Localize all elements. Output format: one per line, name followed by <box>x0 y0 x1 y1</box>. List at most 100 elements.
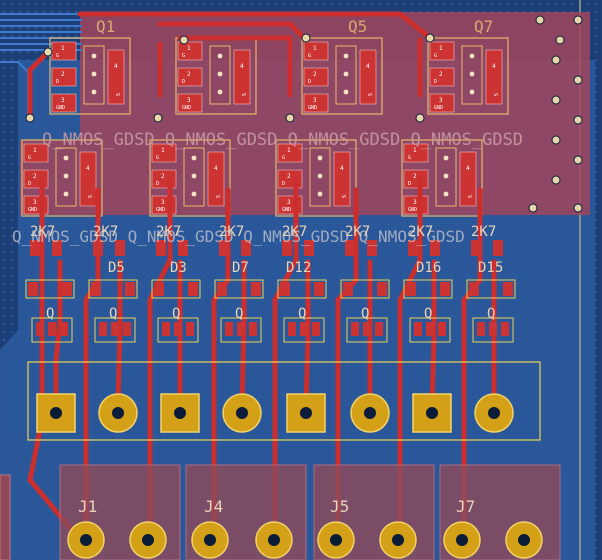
transistor-pad[interactable] <box>363 322 371 336</box>
resistor-ref-label: 2K7 <box>282 224 307 240</box>
diode-outline <box>25 279 75 299</box>
transistor-pad[interactable] <box>60 322 68 336</box>
resistor-pad[interactable] <box>493 240 503 256</box>
resistor-pad[interactable] <box>219 240 229 256</box>
transistor-pad[interactable] <box>300 322 308 336</box>
mosfet-pad[interactable] <box>51 67 77 87</box>
transistor-pad[interactable] <box>312 322 320 336</box>
diode-pad[interactable] <box>469 282 479 296</box>
mosfet-pad[interactable] <box>177 41 203 61</box>
resistor-pad[interactable] <box>115 240 125 256</box>
via <box>535 15 545 25</box>
resistor-pad[interactable] <box>304 240 314 256</box>
transistor-pad[interactable] <box>162 322 170 336</box>
diode-pad[interactable] <box>217 282 227 296</box>
diode-pad[interactable] <box>91 282 101 296</box>
transistor-pad[interactable] <box>111 322 119 336</box>
mosfet-tab-pad[interactable] <box>459 151 477 207</box>
resistor-pad[interactable] <box>93 240 103 256</box>
transistor-pad[interactable] <box>225 322 233 336</box>
resistor-pad[interactable] <box>241 240 251 256</box>
transistor-pad[interactable] <box>99 322 107 336</box>
transistor-pad[interactable] <box>288 322 296 336</box>
mosfet-pad[interactable] <box>429 67 455 87</box>
mosfet-pad[interactable] <box>303 93 329 113</box>
mosfet-tab-pad[interactable] <box>359 49 377 105</box>
transistor-pad[interactable] <box>351 322 359 336</box>
resistor-pad[interactable] <box>282 240 292 256</box>
via <box>573 155 583 165</box>
pad-number: 3 <box>287 199 291 206</box>
mosfet-tab-pad[interactable] <box>79 151 97 207</box>
transistor-pad[interactable] <box>123 322 131 336</box>
diode-pad[interactable] <box>343 282 353 296</box>
diode-pad[interactable] <box>377 282 387 296</box>
mosfet-pad[interactable] <box>429 93 455 113</box>
mosfet-value-line-bottom: Q_NMOS_GDSD Q_NMOS_GDSD Q_NMOS_GDSD Q_NM… <box>12 227 465 246</box>
mosfet-pad[interactable] <box>303 67 329 87</box>
resistor-pad[interactable] <box>52 240 62 256</box>
diode-pad[interactable] <box>280 282 290 296</box>
transistor-pad[interactable] <box>414 322 422 336</box>
diode-pad[interactable] <box>440 282 450 296</box>
diode-pad[interactable] <box>125 282 135 296</box>
via <box>91 71 97 77</box>
transistor-pad[interactable] <box>237 322 245 336</box>
pad-number: 3 <box>161 199 165 206</box>
mosfet-pad[interactable] <box>403 143 429 163</box>
mosfet-pad[interactable] <box>151 143 177 163</box>
transistor-pad[interactable] <box>375 322 383 336</box>
resistor-pad[interactable] <box>156 240 166 256</box>
diode-pad[interactable] <box>62 282 72 296</box>
diode-pad[interactable] <box>188 282 198 296</box>
resistor-pad[interactable] <box>30 240 40 256</box>
resistor-pad[interactable] <box>471 240 481 256</box>
mosfet-tab-pad[interactable] <box>107 49 125 105</box>
mosfet-pad[interactable] <box>303 41 329 61</box>
mosfet-pad[interactable] <box>51 93 77 113</box>
transistor-pad[interactable] <box>489 322 497 336</box>
copper-track <box>429 259 437 408</box>
mosfet-tab-pad[interactable] <box>485 49 503 105</box>
resistor-pad[interactable] <box>178 240 188 256</box>
transistor-pad[interactable] <box>36 322 44 336</box>
mosfet-tab-pad[interactable] <box>207 151 225 207</box>
transistor-pad[interactable] <box>48 322 56 336</box>
via <box>285 113 295 123</box>
resistor-pad[interactable] <box>408 240 418 256</box>
diode-pad[interactable] <box>154 282 164 296</box>
resistor-pad[interactable] <box>430 240 440 256</box>
diode-pad[interactable] <box>251 282 261 296</box>
transistor-pad[interactable] <box>501 322 509 336</box>
mosfet-pad[interactable] <box>23 143 49 163</box>
connector-drill-hole <box>518 534 530 546</box>
mosfet-pad[interactable] <box>429 41 455 61</box>
mosfet-pad[interactable] <box>277 143 303 163</box>
mosfet-pad[interactable] <box>177 67 203 87</box>
transistor-pad[interactable] <box>186 322 194 336</box>
transistor-pad[interactable] <box>174 322 182 336</box>
mosfet-tab-pad[interactable] <box>333 151 351 207</box>
pad-number: 1 <box>187 45 191 52</box>
transistor-pad[interactable] <box>426 322 434 336</box>
diode-pad[interactable] <box>314 282 324 296</box>
resistor-pad[interactable] <box>345 240 355 256</box>
mosfet-pad[interactable] <box>177 93 203 113</box>
diode-pad[interactable] <box>406 282 416 296</box>
transistor-pad[interactable] <box>477 322 485 336</box>
transistor-pad[interactable] <box>438 322 446 336</box>
resistor-pad[interactable] <box>367 240 377 256</box>
diode-pad[interactable] <box>503 282 513 296</box>
transistor-pad[interactable] <box>249 322 257 336</box>
mosfet-tab-pad[interactable] <box>233 49 251 105</box>
diode-pad[interactable] <box>28 282 38 296</box>
terminal-pad-square[interactable] <box>286 393 326 433</box>
